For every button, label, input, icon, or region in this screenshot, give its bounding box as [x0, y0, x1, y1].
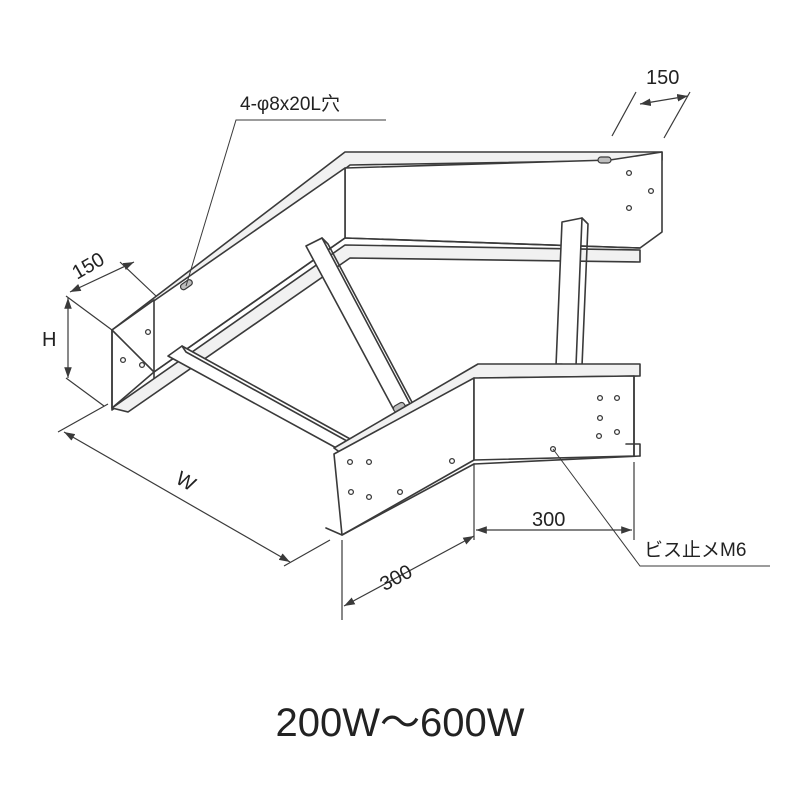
top-right-end-holes [179, 156, 655, 291]
dimension-lines [57, 91, 770, 620]
bolt-hole [138, 361, 146, 369]
rung-left [167, 345, 353, 451]
rear-side-rail [111, 151, 663, 373]
dim-left-depth-label: 150 [68, 249, 108, 285]
dim-height-label: H [42, 329, 56, 351]
dim-front-right-label: 300 [532, 509, 565, 531]
screw-note-label: ビス止メM6 [644, 539, 746, 561]
dim-front-left-label: 300 [376, 561, 416, 596]
front-side-rail [111, 244, 641, 413]
bolt-hole [119, 356, 127, 364]
width-range-caption: 200W〜600W [276, 701, 525, 745]
hole-note-label: 4-φ8x20L穴 [240, 93, 340, 115]
rung-middle [305, 237, 411, 411]
slot-hole [597, 156, 612, 164]
near-side-rail [325, 363, 641, 536]
dim-top-depth-label: 150 [646, 67, 679, 89]
left-end-face [111, 299, 155, 411]
dim-width-label: W [172, 467, 199, 496]
bolt-hole [144, 328, 152, 336]
